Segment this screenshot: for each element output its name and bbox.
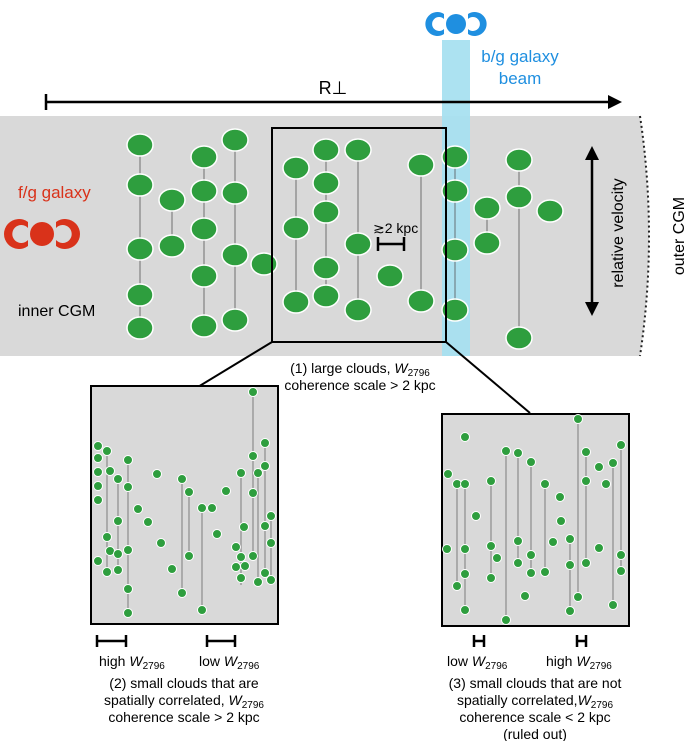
relative-velocity-label: relative velocity [610,178,627,287]
panel-uncorrelated-scale-bars [472,635,588,647]
panel-uncorrelated-left-label: low W2796 [447,653,508,672]
large-clouds [126,128,564,350]
outer-cgm-label: outer CGM [671,197,688,275]
r-perp-arrow [44,94,622,110]
panel-correlated-left-label: high W2796 [99,653,165,672]
panel-uncorrelated-caption-line4: (ruled out) [503,726,567,741]
cgm-band [0,116,649,356]
panel-uncorrelated [441,413,630,627]
panel-correlated-caption-line2: spatially correlated, W2796 [104,692,264,711]
fg-galaxy-label: f/g galaxy [18,183,91,202]
scale-bar-label: ≳2 kpc [373,220,418,236]
panel-correlated-caption-line3: coherence scale > 2 kpc [108,709,259,725]
panel-correlated [90,385,279,625]
bg-galaxy-icon [425,11,487,37]
panel-uncorrelated-caption-line2: spatially correlated,W2796 [457,692,614,711]
bg-galaxy-label-line1: b/g galaxy [481,47,559,66]
relative-velocity-arrow [585,146,599,316]
panel-correlated-right-label: low W2796 [199,653,260,672]
panel-correlated-caption-line1: (2) small clouds that are [109,675,259,691]
caption-large-clouds-line2: coherence scale > 2 kpc [284,377,435,393]
panel-uncorrelated-caption-line1: (3) small clouds that are not [449,675,622,691]
caption-large-clouds-line1: (1) large clouds, W2796 [290,360,430,379]
r-perp-label: R⊥ [319,78,348,98]
scale-bar-2kpc [376,237,406,251]
panel-correlated-scale-bars [95,635,237,647]
outer-cgm-edge [639,115,650,357]
zoom-box [271,127,447,343]
panel-correlated-clouds [93,387,276,618]
zoom-line-right [445,341,531,414]
panel-uncorrelated-clouds [442,414,626,625]
fg-galaxy-icon [4,219,81,250]
bg-galaxy-label-line2: beam [499,69,542,88]
inner-cgm-label: inner CGM [18,303,95,320]
panel-uncorrelated-right-label: high W2796 [546,653,612,672]
panel-uncorrelated-caption-line3: coherence scale < 2 kpc [459,709,610,725]
